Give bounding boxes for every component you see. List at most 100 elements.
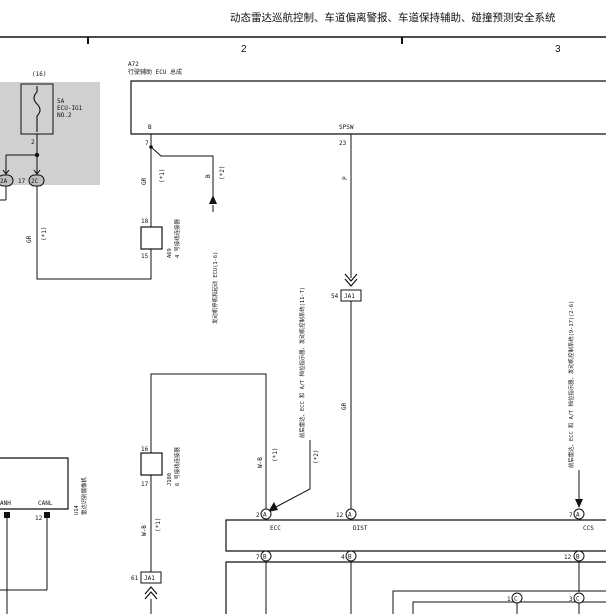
note-b: 前后雷达、ECC 和 A/T 档位指示器、发动机控制系统(9-17)(2-6) <box>567 301 575 468</box>
u14-id: U14 <box>74 505 80 515</box>
svg-text:4: 4 <box>341 554 345 561</box>
ecu-box <box>130 80 606 135</box>
ecu-id: A72 <box>128 61 139 68</box>
wire-gr-label: GR <box>26 235 33 243</box>
page-title: 动态雷达巡航控制、车道偏离警报、车道保持辅助、碰撞预测安全系统 <box>230 12 556 24</box>
junction-a69-name: 4 号接线连接器 <box>173 219 181 258</box>
svg-text:B: B <box>348 554 352 561</box>
u14-pin-right-number: 12 <box>35 515 43 522</box>
wire-variant-mark: (*2) <box>313 450 320 464</box>
connector-2c-label: 2C <box>31 178 39 185</box>
bottom-block-upper <box>225 519 606 552</box>
connector-2a-label: 2A <box>0 178 8 185</box>
pin-row3-c1: 1 C <box>507 592 523 604</box>
column-label-3: 3 <box>555 44 561 55</box>
u14-name: 雷达识别摄像机 <box>80 477 88 515</box>
pin-ecc: 2 A ECC <box>256 508 281 532</box>
note-a: 前后雷达、ECC 和 A/T 档位指示器、发动机控制系统(11-T) <box>298 287 306 438</box>
svg-text:12: 12 <box>564 554 572 561</box>
ref-arrow-text: 发动机停机和起动 ECU(1-6) <box>211 252 219 324</box>
svg-text:A: A <box>576 512 580 519</box>
connector-2c-pin: 17 <box>18 178 26 185</box>
wire-variant-mark: (*1) <box>41 227 48 241</box>
svg-text:2: 2 <box>256 512 260 519</box>
fuse-index: (16) <box>32 71 46 78</box>
svg-text:7: 7 <box>256 554 260 561</box>
svg-text:C: C <box>576 596 580 603</box>
wire-gr-label: GR <box>341 402 348 410</box>
wire-b-label: B <box>205 174 212 178</box>
junction-a69 <box>140 226 163 250</box>
ecu-pin-spsw-label: SPSW <box>339 124 354 131</box>
wire-gr <box>36 186 152 280</box>
wire-variant-mark: (*2) <box>219 166 226 180</box>
junction-a69-pin-bottom: 15 <box>141 253 149 260</box>
junction-j100-pin-top: 16 <box>141 446 149 453</box>
arrow-icon <box>268 502 278 512</box>
connector-ja1-top-label: JA1 <box>344 293 355 300</box>
ecu-name: 行驶辅助 ECU 总成 <box>128 68 182 76</box>
connector-ja1-top-pin: 54 <box>331 293 339 300</box>
svg-text:B: B <box>263 554 267 561</box>
fuse-suffix: NO.2 <box>57 112 72 119</box>
svg-text:CCS: CCS <box>583 525 594 532</box>
chevron-down-icon <box>33 169 41 175</box>
wire-gr-label: GR <box>141 177 148 185</box>
svg-text:7: 7 <box>569 512 573 519</box>
fuse-name: ECU-IG1 <box>57 105 83 112</box>
connector-ja1-bottom-label: JA1 <box>144 575 155 582</box>
pin-ccs: 7 A CCS <box>569 508 594 532</box>
arrow-up-icon <box>209 195 217 204</box>
fuse-rating: 5A <box>57 98 65 105</box>
bottom-block-inner <box>392 590 606 614</box>
pin-row2-b7: 7 B <box>256 550 272 562</box>
svg-text:3: 3 <box>569 596 573 603</box>
junction-a69-id: A69 <box>167 248 173 258</box>
svg-text:DIST: DIST <box>353 525 368 532</box>
wire-wb-label: W-B <box>141 525 148 536</box>
u14-pin-right-label: CANL <box>38 500 53 507</box>
junction-j100-name: 6 号接线连接器 <box>173 447 181 486</box>
svg-text:C: C <box>514 596 518 603</box>
column-label-2: 2 <box>241 44 247 55</box>
wire-variant-mark: (*1) <box>155 518 162 532</box>
chevron-down-icon <box>2 169 10 175</box>
wire-variant-mark: (*1) <box>159 169 166 183</box>
fuse-icon <box>33 86 41 132</box>
junction-a69-pin-top: 18 <box>141 218 149 225</box>
wire-variant-mark: (*1) <box>272 448 279 462</box>
ecu-pin-b-number: 7 <box>145 140 149 147</box>
svg-text:12: 12 <box>336 512 344 519</box>
u14-pin-marker <box>4 512 10 518</box>
connector-ja1-bottom-pin: 61 <box>131 575 139 582</box>
pin-row3-c3: 3 C <box>569 592 585 604</box>
u14-pin-left-label: ANH <box>0 500 11 507</box>
junction-j100-id: J100 <box>167 473 173 486</box>
pin-dist: 12 A DIST <box>336 508 368 532</box>
wire-wb <box>150 373 267 509</box>
svg-text:A: A <box>263 512 267 519</box>
u14-box <box>0 457 69 510</box>
junction-j100 <box>140 452 163 476</box>
ecu-pin-spsw-number: 23 <box>339 140 347 147</box>
svg-text:A: A <box>348 512 352 519</box>
svg-text:1: 1 <box>507 596 511 603</box>
wire-p-label: P <box>342 176 349 180</box>
bottom-block-lower <box>225 561 606 614</box>
wire-b-branch <box>150 146 214 203</box>
ecu-pin-b-label: B <box>148 124 152 131</box>
junction-j100-pin-bottom: 17 <box>141 481 149 488</box>
arrow-down-icon <box>575 499 583 508</box>
u14-pin-marker <box>44 512 50 518</box>
pin-row2-b4: 4 B <box>341 550 357 562</box>
bottom-block-inner <box>412 601 606 614</box>
wire-wb-label: W-B <box>257 457 264 468</box>
chevron-down-icon <box>344 273 358 287</box>
fuse-pin: 2 <box>31 139 35 146</box>
pin-row2-b12: 12 B <box>564 550 585 562</box>
note-a-leader <box>273 440 311 509</box>
svg-text:B: B <box>576 554 580 561</box>
svg-text:ECC: ECC <box>270 525 281 532</box>
chevron-up-icon <box>144 586 158 600</box>
